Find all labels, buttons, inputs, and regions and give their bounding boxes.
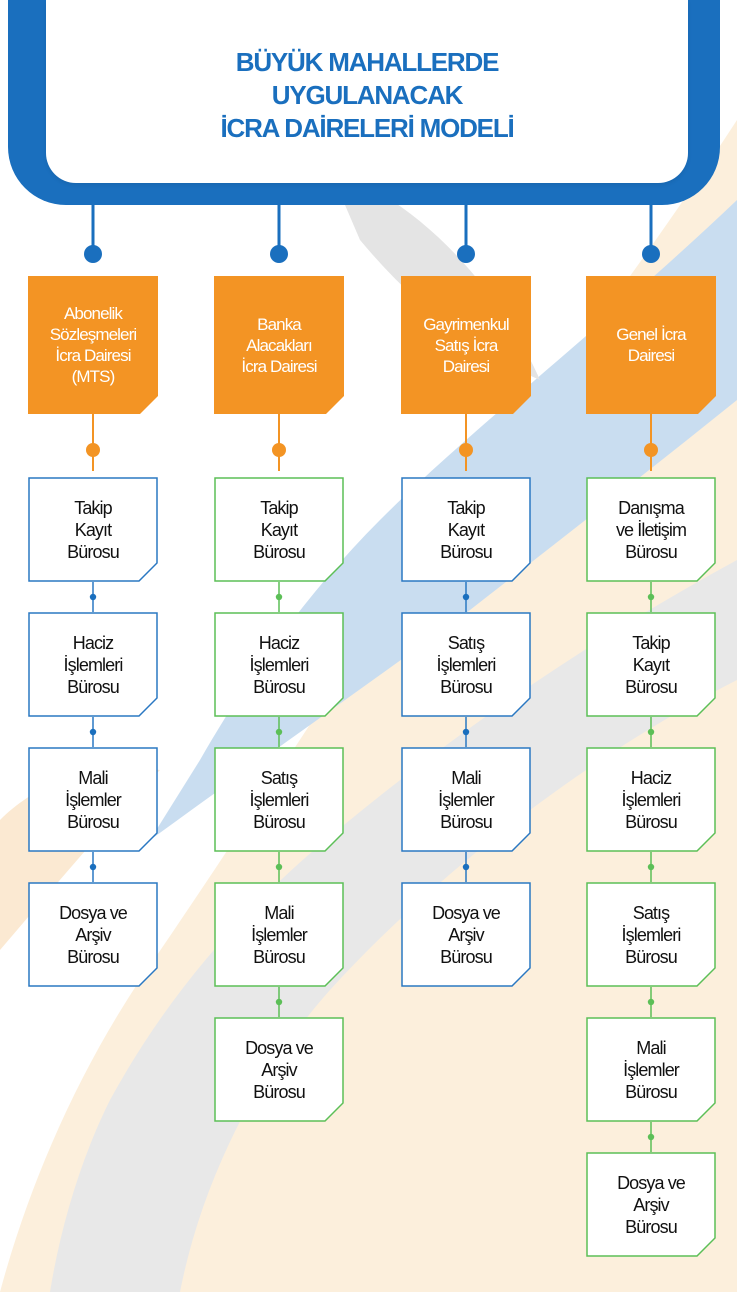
office-box: Dosya ve Arşiv Bürosu [586,1152,716,1257]
office-frame-outline [586,1017,716,1122]
office-frame [214,1017,344,1122]
office-frame-outline [28,612,158,717]
office-frame [401,882,531,987]
office-label: Takip Kayıt Bürosu [625,632,678,697]
office-frame-outline [214,612,344,717]
office-label: Mali İşlemler Bürosu [65,767,122,832]
office-frame-outline [401,747,531,852]
office-frame-outline [586,612,716,717]
office-frame-outline [28,477,158,582]
office-frame [28,747,158,852]
office-label: Takip Kayıt Bürosu [253,497,306,562]
office-box: Mali İşlemler Bürosu [214,882,344,987]
office-label: Mali İşlemler Bürosu [251,902,308,967]
office-label: Haciz İşlemleri Bürosu [621,767,682,832]
office-frame [214,612,344,717]
office-label: Haciz İşlemleri Bürosu [63,632,124,697]
office-label: Dosya ve Arşiv Bürosu [59,902,128,967]
office-frame [586,612,716,717]
title-line-2: UYGULANACAK [271,80,464,110]
office-frame-outline [28,882,158,987]
office-frame-outline [401,882,531,987]
header-panel: BÜYÜK MAHALLERDE UYGULANACAK İCRA DAİREL… [46,0,688,183]
office-frame [586,1152,716,1257]
page-title: BÜYÜK MAHALLERDE UYGULANACAK İCRA DAİREL… [220,46,514,145]
office-frame [586,1017,716,1122]
department-label: Genel İcra Dairesi [616,325,686,365]
office-box: Dosya ve Arşiv Bürosu [214,1017,344,1122]
office-frame [214,747,344,852]
office-box: Haciz İşlemleri Bürosu [214,612,344,717]
office-label: Takip Kayıt Bürosu [440,497,493,562]
office-frame [586,882,716,987]
office-frame [586,747,716,852]
office-frame [214,882,344,987]
office-box: Satış İşlemleri Bürosu [214,747,344,852]
office-frame-outline [28,747,158,852]
office-box: Mali İşlemler Bürosu [401,747,531,852]
office-box: Satış İşlemleri Bürosu [401,612,531,717]
office-frame [401,612,531,717]
office-frame-outline [586,882,716,987]
office-box: Mali İşlemler Bürosu [586,1017,716,1122]
office-label: Dosya ve Arşiv Bürosu [245,1037,314,1102]
department-label: Abonelik Sözleşmeleri İcra Dairesi (MTS) [49,304,137,386]
office-box: Haciz İşlemleri Bürosu [586,747,716,852]
office-label: Mali İşlemler Bürosu [623,1037,680,1102]
title-line-1: BÜYÜK MAHALLERDE [235,47,500,77]
office-box: Takip Kayıt Bürosu [401,477,531,582]
office-frame-outline [401,477,531,582]
title-line-3: İCRA DAİRELERİ MODELİ [220,113,514,143]
office-box: Danışma ve İletişim Bürosu [586,477,716,582]
office-box: Dosya ve Arşiv Bürosu [28,882,158,987]
office-frame-outline [214,477,344,582]
office-label: Mali İşlemler Bürosu [438,767,495,832]
office-frame-outline [214,1017,344,1122]
office-label: Takip Kayıt Bürosu [67,497,120,562]
department-box: Banka Alacakları İcra Dairesi [214,276,344,414]
office-frame-outline [586,477,716,582]
office-label: Dosya ve Arşiv Bürosu [432,902,501,967]
department-label: Gayrimenkul Satış İcra Dairesi [423,314,509,376]
office-label: Satış İşlemleri Bürosu [249,767,310,832]
office-frame-outline [586,747,716,852]
office-frame [214,477,344,582]
office-frame [401,477,531,582]
department-label: Banka Alacakları İcra Dairesi [241,314,317,376]
office-box: Mali İşlemler Bürosu [28,747,158,852]
office-box: Haciz İşlemleri Bürosu [28,612,158,717]
office-label: Danışma ve İletişim Bürosu [615,497,687,562]
office-box: Satış İşlemleri Bürosu [586,882,716,987]
office-frame-outline [214,882,344,987]
department-box: Genel İcra Dairesi [586,276,716,414]
department-box: Gayrimenkul Satış İcra Dairesi [401,276,531,414]
office-frame [28,882,158,987]
office-label: Satış İşlemleri Bürosu [436,632,497,697]
office-box: Dosya ve Arşiv Bürosu [401,882,531,987]
office-box: Takip Kayıt Bürosu [214,477,344,582]
office-label: Dosya ve Arşiv Bürosu [617,1172,686,1237]
office-frame [401,747,531,852]
office-frame [28,477,158,582]
office-frame [28,612,158,717]
office-frame [586,477,716,582]
office-frame-outline [401,612,531,717]
department-box: Abonelik Sözleşmeleri İcra Dairesi (MTS) [28,276,158,414]
office-box: Takip Kayıt Bürosu [586,612,716,717]
office-frame-outline [586,1152,716,1257]
office-frame-outline [214,747,344,852]
office-label: Satış İşlemleri Bürosu [621,902,682,967]
office-box: Takip Kayıt Bürosu [28,477,158,582]
office-label: Haciz İşlemleri Bürosu [249,632,310,697]
